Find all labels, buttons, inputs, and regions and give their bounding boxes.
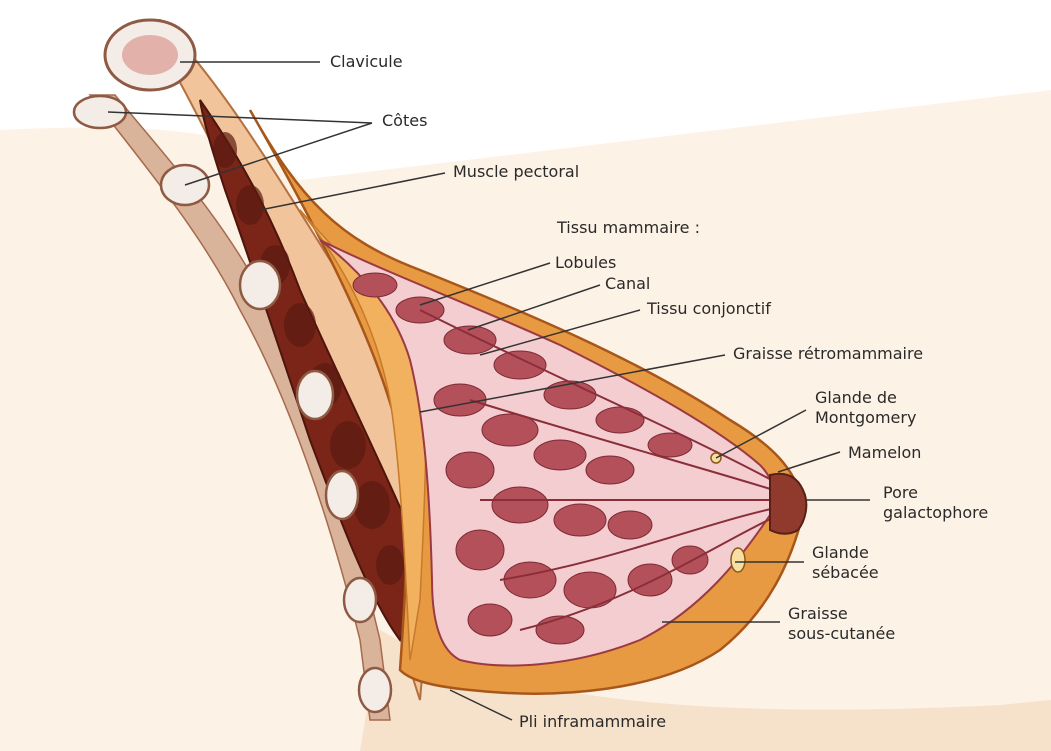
label-tissu-mammaire: Tissu mammaire :: [557, 218, 700, 237]
label-graisse-sous-cutanee-line2: sous-cutanée: [788, 624, 895, 643]
label-graisse-retromammaire: Graisse rétromammaire: [733, 344, 923, 363]
label-glande-montgomery-line1: Glande de: [815, 388, 897, 407]
sebaceous-gland: [731, 548, 745, 572]
label-pli-inframammaire: Pli inframammaire: [519, 712, 666, 731]
label-glande-sebacee-line2: sébacée: [812, 563, 879, 582]
label-mamelon: Mamelon: [848, 443, 921, 462]
label-glande-sebacee-line1: Glande: [812, 543, 869, 562]
label-lobules: Lobules: [555, 253, 616, 272]
label-tissu-conjonctif: Tissu conjonctif: [647, 299, 771, 318]
label-cotes: Côtes: [382, 111, 427, 130]
clavicle-marrow: [122, 35, 178, 75]
label-pore-line1: Pore: [883, 483, 918, 502]
label-glande-montgomery-line2: Montgomery: [815, 408, 916, 427]
label-canal: Canal: [605, 274, 650, 293]
label-clavicule: Clavicule: [330, 52, 403, 71]
label-graisse-sous-cutanee-line1: Graisse: [788, 604, 848, 623]
label-muscle-pectoral: Muscle pectoral: [453, 162, 579, 181]
label-pore-line2: galactophore: [883, 503, 988, 522]
